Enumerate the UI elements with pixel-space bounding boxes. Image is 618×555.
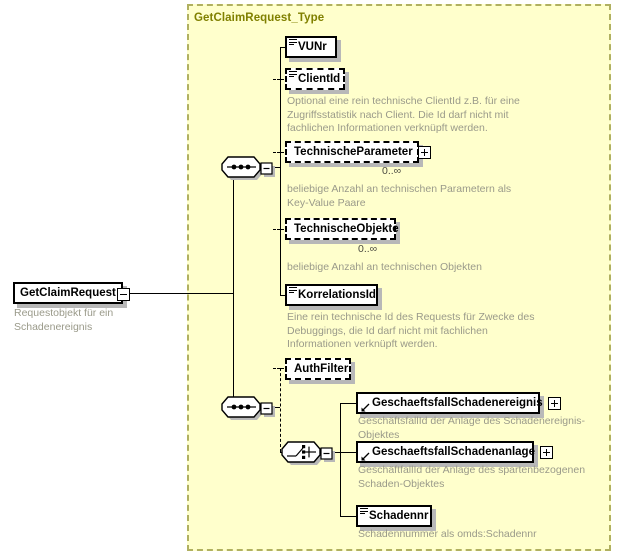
node-TechnischeParameter[interactable]: TechnischeParameter: [285, 141, 431, 163]
connector-to-ClientId: [273, 79, 284, 80]
connector-to-KorrelationsId: [280, 295, 285, 296]
node-VUNr[interactable]: VUNr: [285, 36, 337, 58]
attributes-icon-KorrelationsId: [289, 287, 297, 293]
annotation-GeschaeftsfallSchadenereignis: GeschäftsfallId der Anlage des Schadener…: [358, 415, 586, 441]
annotation-GetClaimRequest: Requestobjekt für ein Schadenereignis: [14, 307, 114, 333]
node-GetClaimRequest[interactable]: GetClaimRequest: [13, 282, 123, 304]
compositor-sequence-bottom[interactable]: [216, 394, 278, 426]
expand-icon-TechnischeParameter[interactable]: [417, 145, 431, 159]
node-GeschaeftsfallSchadenereignis[interactable]: GeschaeftsfallSchadenereignis: [356, 392, 561, 414]
connector-to-TechnischeObjekte: [273, 229, 284, 230]
connector-seqbottom-out: [272, 407, 280, 408]
attributes-icon-VUNr: [289, 39, 297, 45]
annotation-Schadennr: Schadennummer als omds:Schadennr: [358, 528, 537, 540]
node-label-AuthFilter: AuthFilter: [294, 363, 349, 375]
collapse-toggle-GetClaimRequest[interactable]: [117, 288, 130, 301]
connector-choice-out: [332, 452, 340, 453]
node-label-KorrelationsId: KorrelationsId: [298, 289, 376, 301]
node-label-VUNr: VUNr: [298, 41, 327, 53]
annotation-TechnischeObjekte: beliebige Anzahl an technischen Objekten: [287, 261, 482, 273]
node-Schadennr[interactable]: Schadennr: [356, 505, 432, 527]
connector-choice-spine: [340, 403, 341, 516]
connector-to-VUNr: [280, 47, 285, 48]
cardinality-TechnischeObjekte: 0..∞: [358, 243, 378, 255]
expand-icon-GeschaeftsfallSchadenanlage[interactable]: [539, 445, 553, 459]
node-AuthFilter[interactable]: AuthFilter: [285, 358, 351, 380]
node-label-Schadennr: Schadennr: [369, 510, 429, 522]
compositor-choice[interactable]: [276, 439, 338, 471]
connector-to-TechnischeParameter: [273, 152, 284, 153]
node-KorrelationsId[interactable]: KorrelationsId: [285, 284, 378, 306]
attributes-icon-ClientId: [289, 71, 297, 77]
node-label-ClientId: ClientId: [298, 73, 341, 85]
connector-seqbottom-spine: [280, 368, 281, 452]
type-container-title: GetClaimRequest_Type: [194, 12, 325, 24]
node-label-GeschaeftsfallSchadenereignis: GeschaeftsfallSchadenereignis: [372, 397, 543, 409]
attributes-icon-Schadennr: [360, 508, 368, 514]
connector-seqtop-spine: [280, 47, 281, 295]
connector-seqtop-out: [272, 167, 280, 168]
compositor-sequence-top[interactable]: [216, 154, 278, 186]
node-label-GetClaimRequest: GetClaimRequest: [20, 287, 116, 299]
expand-icon-GeschaeftsfallSchadenereignis[interactable]: [547, 396, 561, 410]
connector-to-GeschaeftsfallSchadenereignis: [340, 403, 356, 404]
connector-trunk-vertical: [233, 167, 234, 407]
connector-to-GeschaeftsfallSchadenanlage: [340, 452, 356, 453]
cardinality-TechnischeParameter: 0..∞: [382, 165, 402, 177]
reference-icon-GeschaeftsfallSchadenereignis: [361, 399, 370, 412]
annotation-TechnischeParameter: beliebige Anzahl an technischen Paramete…: [287, 183, 512, 209]
connector-root-to-trunk: [128, 293, 233, 294]
node-label-TechnischeObjekte: TechnischeObjekte: [294, 223, 399, 235]
annotation-ClientId: Optional eine rein technische ClientId z…: [287, 95, 520, 134]
connector-to-Schadennr: [340, 516, 356, 517]
node-GeschaeftsfallSchadenanlage[interactable]: GeschaeftsfallSchadenanlage: [356, 441, 553, 463]
node-label-TechnischeParameter: TechnischeParameter: [294, 146, 413, 158]
node-TechnischeObjekte[interactable]: TechnischeObjekte: [285, 218, 399, 240]
node-label-GeschaeftsfallSchadenanlage: GeschaeftsfallSchadenanlage: [372, 446, 535, 458]
annotation-GeschaeftsfallSchadenanlage: GeschäftfallId der Anlage des spartenbez…: [358, 464, 586, 490]
node-ClientId[interactable]: ClientId: [285, 68, 345, 90]
reference-icon-GeschaeftsfallSchadenanlage: [361, 448, 370, 461]
annotation-KorrelationsId: Eine rein technische Id des Requests für…: [287, 311, 535, 350]
connector-to-AuthFilter: [273, 368, 284, 369]
